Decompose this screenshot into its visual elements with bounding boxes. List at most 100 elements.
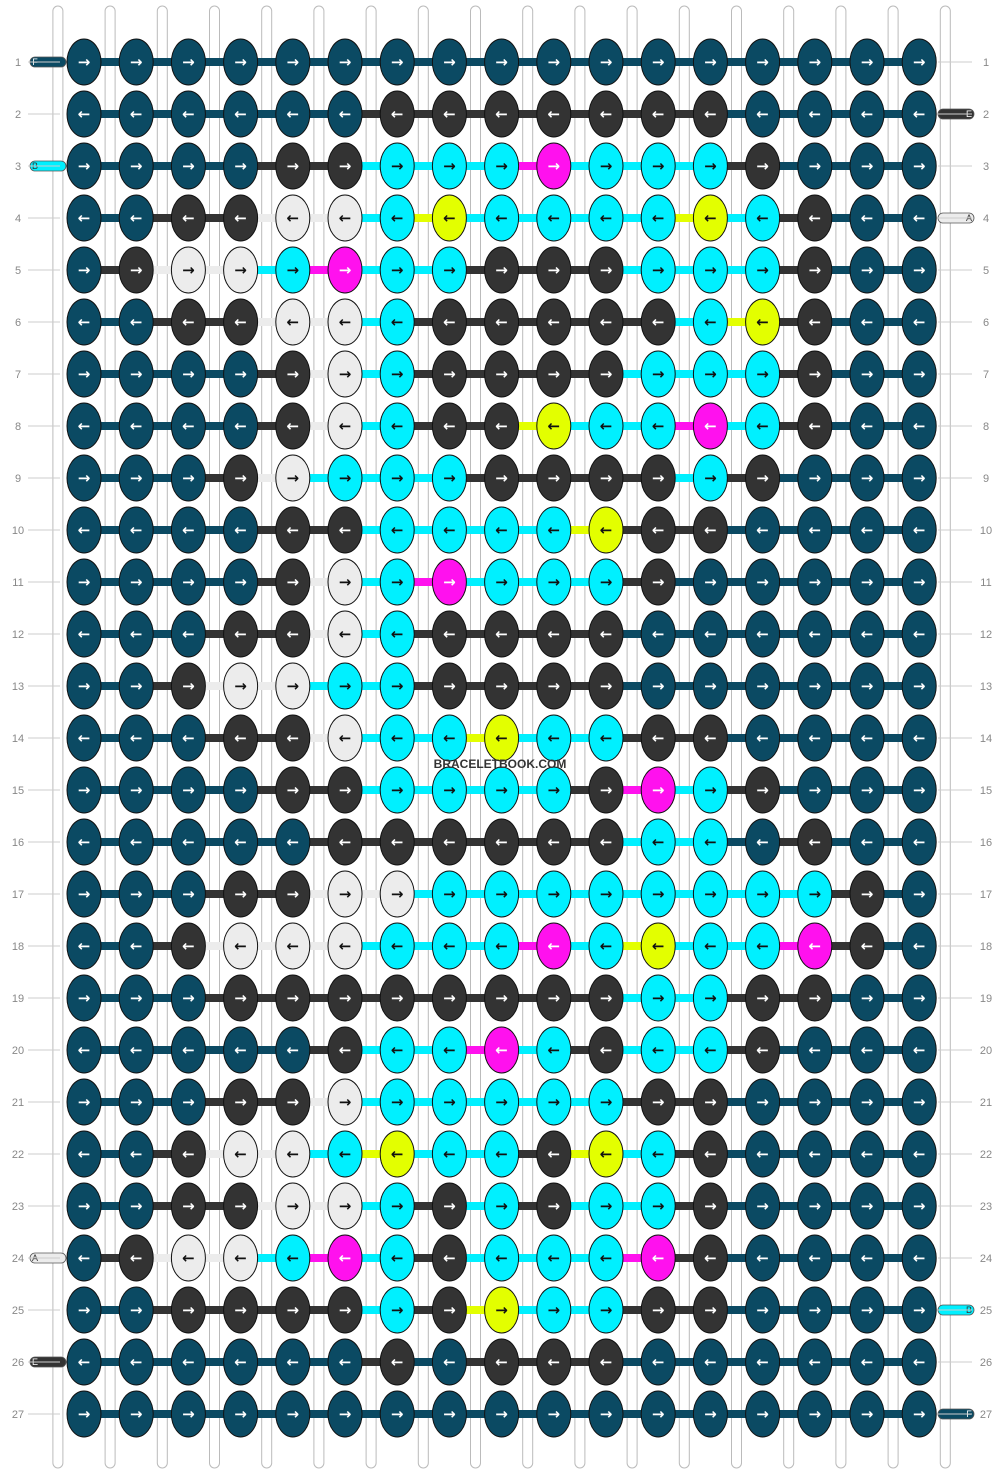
arrow-left-icon: ← <box>704 105 717 123</box>
knot: → <box>223 558 259 606</box>
knot-shape <box>431 38 467 86</box>
knot: ← <box>901 818 937 866</box>
knot: → <box>640 350 676 398</box>
arrow-left-icon: ← <box>78 1145 91 1163</box>
knot-shape <box>901 142 937 190</box>
arrow-left-icon: ← <box>809 625 822 643</box>
arrow-right-icon: → <box>495 1405 508 1423</box>
knot: → <box>327 350 363 398</box>
knot-shape <box>223 922 259 970</box>
row-number-right: 13 <box>980 681 992 693</box>
knot-shape <box>223 142 259 190</box>
knot-shape <box>901 506 937 554</box>
knot: ← <box>118 506 154 554</box>
knot: ← <box>797 506 833 554</box>
knot: ← <box>588 402 624 450</box>
knot-shape <box>849 350 885 398</box>
arrow-left-icon: ← <box>861 1249 874 1267</box>
knot: ← <box>118 714 154 762</box>
knot-shape <box>849 766 885 814</box>
knot-shape <box>745 1234 781 1282</box>
arrow-right-icon: → <box>652 1093 665 1111</box>
knot-shape <box>379 922 415 970</box>
arrow-right-icon: → <box>130 157 143 175</box>
knot: ← <box>745 298 781 346</box>
knot: → <box>118 1078 154 1126</box>
knot-shape <box>745 90 781 138</box>
row-number-left: 24 <box>12 1253 24 1265</box>
arrow-right-icon: → <box>182 573 195 591</box>
knot: ← <box>588 714 624 762</box>
arrow-right-icon: → <box>913 989 926 1007</box>
arrow-left-icon: ← <box>548 521 561 539</box>
knot-shape <box>901 1338 937 1386</box>
knot: → <box>588 38 624 86</box>
arrow-right-icon: → <box>339 1405 352 1423</box>
knot-shape <box>379 454 415 502</box>
knot-shape <box>484 714 520 762</box>
arrow-right-icon: → <box>548 1405 561 1423</box>
arrow-left-icon: ← <box>391 625 404 643</box>
arrow-right-icon: → <box>809 677 822 695</box>
arrow-left-icon: ← <box>287 313 300 331</box>
knot-shape <box>745 1286 781 1334</box>
arrow-right-icon: → <box>78 261 91 279</box>
knot: ← <box>327 194 363 242</box>
knot: → <box>640 1182 676 1230</box>
knot: ← <box>692 818 728 866</box>
knot-shape <box>170 194 206 242</box>
arrow-right-icon: → <box>809 989 822 1007</box>
arrow-left-icon: ← <box>756 521 769 539</box>
row-number-left: 10 <box>12 525 24 537</box>
knot: → <box>640 662 676 710</box>
arrow-left-icon: ← <box>339 1353 352 1371</box>
knot: → <box>484 1182 520 1230</box>
knot-shape <box>536 714 572 762</box>
knot-shape <box>745 454 781 502</box>
knot-shape <box>849 1338 885 1386</box>
arrow-left-icon: ← <box>443 209 456 227</box>
knot: → <box>588 1286 624 1334</box>
arrow-left-icon: ← <box>234 1145 247 1163</box>
arrow-left-icon: ← <box>182 417 195 435</box>
knot-shape <box>536 1026 572 1074</box>
thread-column <box>939 5 951 1469</box>
knot-shape <box>66 662 102 710</box>
knot-shape <box>484 662 520 710</box>
arrow-right-icon: → <box>182 53 195 71</box>
knot: ← <box>745 1130 781 1178</box>
arrow-right-icon: → <box>809 469 822 487</box>
row-number-right: 14 <box>980 733 992 745</box>
knot-shape <box>66 714 102 762</box>
arrow-left-icon: ← <box>913 1145 926 1163</box>
row-number-right: 26 <box>980 1357 992 1369</box>
arrow-left-icon: ← <box>809 417 822 435</box>
knot: ← <box>797 194 833 242</box>
knot-shape <box>692 1390 728 1438</box>
knot: → <box>745 1078 781 1126</box>
knot: → <box>901 1182 937 1230</box>
knot: → <box>170 662 206 710</box>
knot: ← <box>692 90 728 138</box>
knot: → <box>588 870 624 918</box>
arrow-right-icon: → <box>443 469 456 487</box>
knot: ← <box>849 194 885 242</box>
knot: ← <box>275 922 311 970</box>
arrow-left-icon: ← <box>756 1353 769 1371</box>
arrow-left-icon: ← <box>548 1145 561 1163</box>
knot-shape <box>66 454 102 502</box>
knot-shape <box>797 402 833 450</box>
row-number-left: 6 <box>15 317 21 329</box>
knot: → <box>170 974 206 1022</box>
arrow-right-icon: → <box>704 1301 717 1319</box>
knot: → <box>223 1078 259 1126</box>
knot-shape <box>431 506 467 554</box>
knot: ← <box>692 298 728 346</box>
arrow-left-icon: ← <box>339 937 352 955</box>
knot: → <box>118 142 154 190</box>
knot-shape <box>901 974 937 1022</box>
knot-shape <box>118 1286 154 1334</box>
knot: → <box>223 38 259 86</box>
arrow-right-icon: → <box>861 1093 874 1111</box>
knot: ← <box>692 194 728 242</box>
